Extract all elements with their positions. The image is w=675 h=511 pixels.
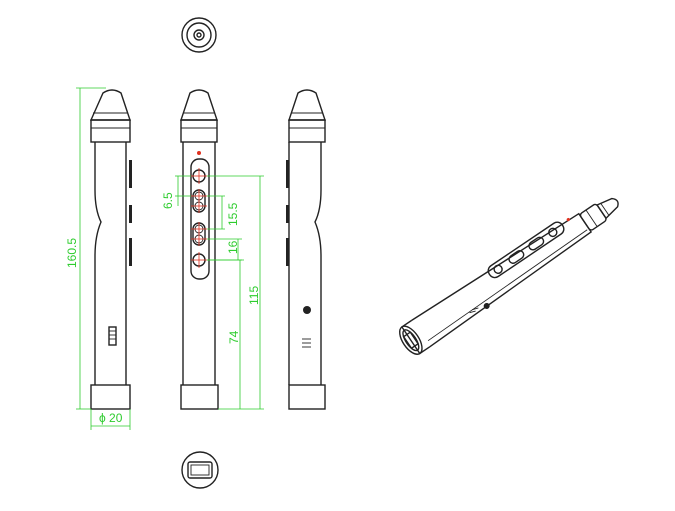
dimension-button-spacing: 6.5 15.5 16 [161,175,242,261]
bottom-end-view [181,451,219,489]
indicator-dot [197,151,201,155]
dimension-height-115: 115 [207,175,264,410]
buttons [192,169,206,267]
dim-diameter-label: ϕ 20 [99,411,123,425]
right-side-view [286,89,326,410]
isometric-view [399,197,619,355]
side-grip-ridges-right [286,160,289,266]
dimension-length: 160.5 [65,87,106,410]
dim-spacing-2-label: 15.5 [226,202,240,226]
dim-spacing-3-label: 16 [226,240,240,254]
lanyard-hole [303,306,311,314]
side-grip-ridges [129,160,132,266]
dim-115-label: 115 [247,286,261,305]
dim-spacing-1-label: 6.5 [161,192,175,209]
front-view [180,89,219,410]
dim-74-label: 74 [227,330,241,344]
button-center-marks [191,168,207,268]
dimension-diameter: ϕ 20 [90,409,131,430]
dim-length-label: 160.5 [65,238,79,268]
left-side-view [89,89,132,410]
top-end-view [181,17,217,53]
button-panel [190,158,210,280]
dimension-height-74: 74 [207,259,244,409]
